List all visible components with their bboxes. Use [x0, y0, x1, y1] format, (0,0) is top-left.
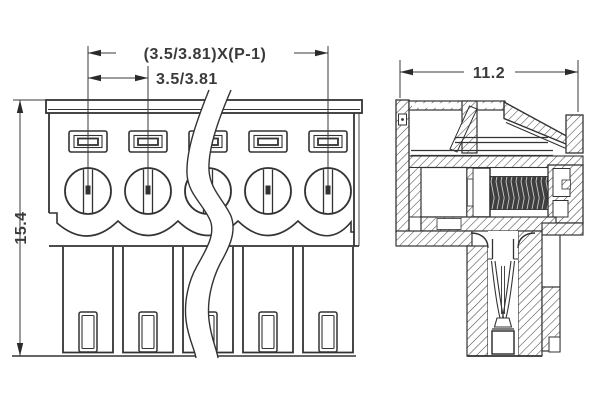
solder-pocket [491, 330, 515, 355]
dim-pitch-total: (3.5/3.81)X(P-1) [144, 46, 267, 63]
right-corner-block [565, 114, 584, 154]
break-line-right [207, 89, 234, 359]
arrow-right [315, 49, 328, 57]
break-band [185, 90, 234, 358]
bottom-left-ledge [395, 230, 473, 247]
front-view [12, 89, 363, 359]
wire-cavity [420, 166, 468, 218]
stem-right-wall [517, 230, 543, 357]
side-dimensions: 11.2 [399, 60, 579, 112]
scalloped-edge [49, 212, 355, 237]
dim-depth: 11.2 [473, 65, 505, 82]
pole-4 [242, 130, 294, 354]
arrow-left [88, 49, 101, 57]
break-line-left [184, 89, 213, 359]
inner-left-wall [408, 167, 422, 218]
dim-height: 15.4 [13, 211, 30, 244]
side-section-view [395, 99, 584, 357]
funnel-contact [470, 231, 536, 356]
stem-left-wall [466, 245, 489, 357]
right-step-bar [541, 222, 584, 236]
front-dimensions: (3.5/3.81)X(P-1) 3.5/3.81 15.4 [13, 46, 329, 356]
screw-thread [489, 176, 549, 210]
dim-pitch: 3.5/3.81 [156, 71, 218, 88]
diagonal-strut [449, 105, 478, 153]
